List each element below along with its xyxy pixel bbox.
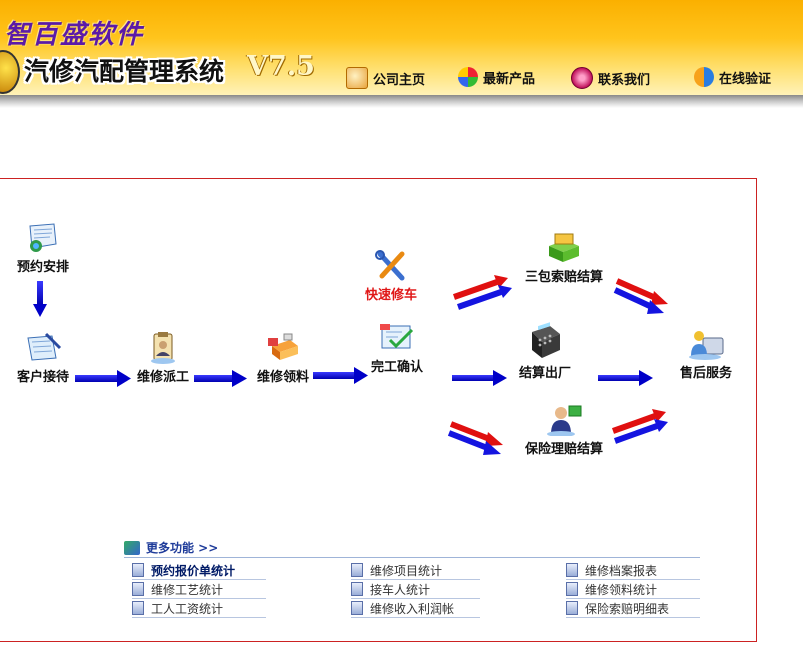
document-icon [132,582,144,596]
arrow-down-appointment [33,281,47,317]
node-quick-repair[interactable]: 快速修车 [360,250,422,303]
nav-contact[interactable]: 联系我们 [571,67,650,89]
node-insurance[interactable]: 保险理赔结算 [516,404,612,457]
document-icon [132,563,144,577]
link-wage-stats[interactable]: 工人工资统计 [132,599,266,618]
product-icon [458,67,478,87]
more-functions-icon [124,540,140,555]
link-item-stats-label: 维修项目统计 [370,563,443,578]
link-archive-report-label: 维修档案报表 [585,563,658,578]
node-insurance-label: 保险理赔结算 [524,442,603,457]
arrow-checkout-aftersales [598,370,653,386]
arrow-completion-checkout [452,370,507,386]
reception-icon [24,332,62,364]
document-icon [132,601,144,615]
link-craft-stats-label: 维修工艺统计 [151,582,224,597]
node-warranty-label: 三包索赔结算 [524,270,603,285]
version-label: V7.5 [247,51,315,82]
node-quick-repair-label: 快速修车 [364,288,417,303]
arrow-insurance-aftersales [611,409,668,444]
nav-contact-label: 联系我们 [598,72,651,88]
header-shadow [0,95,803,108]
document-icon [566,601,578,615]
nav-products-label: 最新产品 [483,71,536,87]
link-quote-stats-label: 预约报价单统计 [151,563,236,578]
link-item-stats[interactable]: 维修项目统计 [351,561,480,580]
link-material-stats[interactable]: 维修领料统计 [566,580,700,599]
app-header: 智百盛软件 汽修汽配管理系统 V7.5 公司主页 最新产品 联系我们 在线验证 [0,0,803,95]
brand-name: 智百盛软件 [4,20,145,50]
link-insurance-claims-label: 保险索赔明细表 [585,601,670,616]
materials-icon [264,332,302,364]
home-icon [346,67,368,89]
node-after-sales[interactable]: 售后服务 [672,328,740,381]
node-completion[interactable]: 完工确认 [366,322,428,375]
document-icon [566,582,578,596]
link-profit-ledger-label: 维修收入利润帐 [370,601,455,616]
document-icon [566,563,578,577]
node-checkout[interactable]: 结算出厂 [514,322,576,381]
link-material-stats-label: 维修领料统计 [585,582,658,597]
node-checkout-label: 结算出厂 [518,366,571,381]
contact-icon [571,67,593,89]
document-icon [351,601,363,615]
appointment-icon [24,222,62,254]
node-dispatch[interactable]: 维修派工 [132,332,194,385]
link-archive-report[interactable]: 维修档案报表 [566,561,700,580]
logo-emblem-icon [0,50,20,94]
arrow-completion-insurance [447,421,503,455]
more-functions-header[interactable]: 更多功能 >> [124,539,218,556]
nav-verify-label: 在线验证 [719,71,772,87]
node-materials-label: 维修领料 [256,370,309,385]
warranty-icon [545,232,583,264]
tools-icon [372,250,410,282]
link-wage-stats-label: 工人工资统计 [151,601,224,616]
link-profit-ledger[interactable]: 维修收入利润帐 [351,599,480,618]
nav-products[interactable]: 最新产品 [458,67,535,87]
more-functions-title: 更多功能 >> [146,541,219,555]
more-functions-divider [124,557,700,558]
arrow-warranty-aftersales [613,278,668,314]
node-after-sales-label: 售后服务 [679,366,732,381]
arrow-reception-dispatch [75,370,131,387]
node-appointment-label: 预约安排 [16,260,69,275]
link-receiver-stats-label: 接车人统计 [370,582,431,597]
node-reception-label: 客户接待 [16,370,69,385]
link-insurance-claims[interactable]: 保险索赔明细表 [566,599,700,618]
after-sales-icon [687,328,725,360]
link-craft-stats[interactable]: 维修工艺统计 [132,580,266,599]
nav-home[interactable]: 公司主页 [346,67,425,89]
dispatch-icon [144,332,182,364]
calculator-icon [526,322,564,360]
node-materials[interactable]: 维修领料 [252,332,314,385]
node-reception[interactable]: 客户接待 [12,332,74,385]
node-dispatch-label: 维修派工 [136,370,189,385]
document-icon [351,582,363,596]
node-warranty[interactable]: 三包索赔结算 [516,232,612,285]
verify-icon [694,67,714,87]
document-icon [351,563,363,577]
arrow-completion-warranty [453,275,512,310]
arrow-dispatch-materials [194,370,247,387]
insurance-icon [545,404,583,437]
link-receiver-stats[interactable]: 接车人统计 [351,580,480,599]
workflow-arrows [33,275,668,455]
node-appointment[interactable]: 预约安排 [12,222,74,275]
nav-home-label: 公司主页 [373,72,426,88]
arrow-materials-completion [313,367,368,384]
nav-verify[interactable]: 在线验证 [694,67,771,87]
node-completion-label: 完工确认 [370,360,423,375]
link-quote-stats[interactable]: 预约报价单统计 [132,561,266,580]
system-title: 汽修汽配管理系统 [24,57,225,86]
completion-icon [378,322,416,354]
